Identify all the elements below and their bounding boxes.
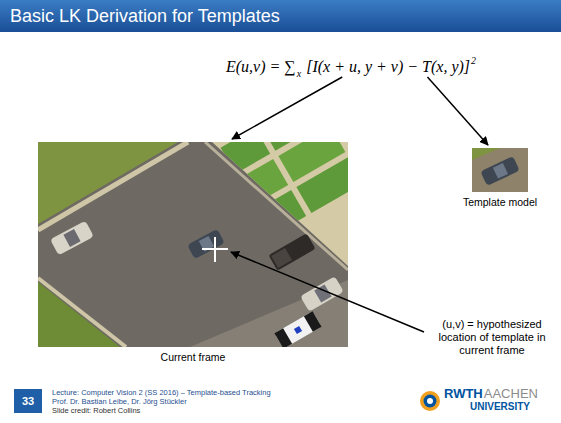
aerial-photo-part-part — [304, 311, 322, 332]
aerial-photo-part — [38, 142, 178, 224]
aerial-photo-part — [38, 278, 126, 347]
aerial-photo-part-part-part — [199, 182, 249, 228]
aerial-photo-part — [214, 237, 216, 262]
university-logo-part — [427, 398, 433, 404]
aerial-photo-part — [38, 282, 120, 347]
aerial-photo-part — [38, 142, 188, 230]
template-photo — [472, 148, 528, 192]
formula-subscript: x — [297, 68, 301, 79]
aerial-photo-part-part — [63, 229, 80, 247]
aerial-photo-part — [50, 221, 94, 256]
template-photo-part-part — [493, 163, 508, 179]
aerial-photo-part-part — [187, 229, 225, 259]
footer-text: Slide credit: Robert Collins — [52, 406, 140, 415]
image-caption: Template model — [459, 196, 542, 209]
callout-text: (u,v) = hypothesized location of templat… — [430, 318, 554, 357]
aerial-photo-part-part — [274, 328, 292, 347]
aerial-photo-part-part-part — [296, 157, 348, 213]
title-bar — [0, 0, 561, 32]
template-photo-part — [472, 148, 500, 160]
aerial-photo — [38, 142, 348, 347]
aerial-photo-part-part — [294, 326, 302, 334]
aerial-photo-part-part — [50, 221, 94, 256]
university-logo-part — [420, 391, 440, 411]
aerial-photo-part — [181, 142, 348, 259]
aerial-photo-part-part — [181, 142, 348, 259]
aerial-photo-part-part — [274, 311, 321, 347]
aerial-photo-part — [274, 311, 321, 347]
template-photo-part — [472, 148, 528, 192]
aerial-photo-part — [187, 229, 225, 259]
pointer-arrow — [427, 77, 488, 145]
template-photo-part — [480, 156, 519, 186]
slide-title: Basic LK Derivation for Templates — [10, 6, 280, 26]
aerial-photo-part-part — [268, 233, 315, 271]
template-photo-part-part — [480, 156, 519, 186]
logo-text: RWTH — [444, 387, 483, 401]
page-number: 33 — [14, 389, 42, 413]
image-panel: Current frame — [38, 142, 348, 364]
formula-part: [I(x + u, y + v) − T(x, y)] — [306, 58, 470, 75]
image-panel: Template model — [459, 148, 542, 209]
aerial-photo-part — [300, 276, 344, 312]
aerial-photo-part-part — [271, 248, 292, 268]
footer-text: Lecture: Computer Vision 2 (SS 2016) – T… — [52, 388, 271, 397]
pointer-arrow — [232, 77, 342, 139]
aerial-photo-part-part-part — [257, 190, 307, 236]
formula: E(u,v) = ∑x [I(x + u, y + v) − T(x, y)]2 — [226, 50, 476, 85]
aerial-photo-part — [268, 233, 315, 271]
logo-text: AACHEN — [484, 387, 538, 401]
aerial-photo-part — [205, 142, 348, 270]
university-logo — [420, 391, 440, 411]
formula-superscript: 2 — [471, 55, 476, 66]
logo-text: UNIVERSITY — [470, 401, 530, 413]
callout-arrow — [231, 252, 424, 332]
university-logo-part — [424, 395, 437, 408]
image-caption: Current frame — [38, 351, 348, 364]
footer-text: Prof. Dr. Bastian Leibe, Dr. Jörg Stückl… — [52, 397, 187, 406]
page-number-box — [14, 389, 42, 413]
formula-part: E(u,v) = ∑ — [226, 58, 296, 75]
aerial-photo-part-part — [300, 276, 344, 312]
